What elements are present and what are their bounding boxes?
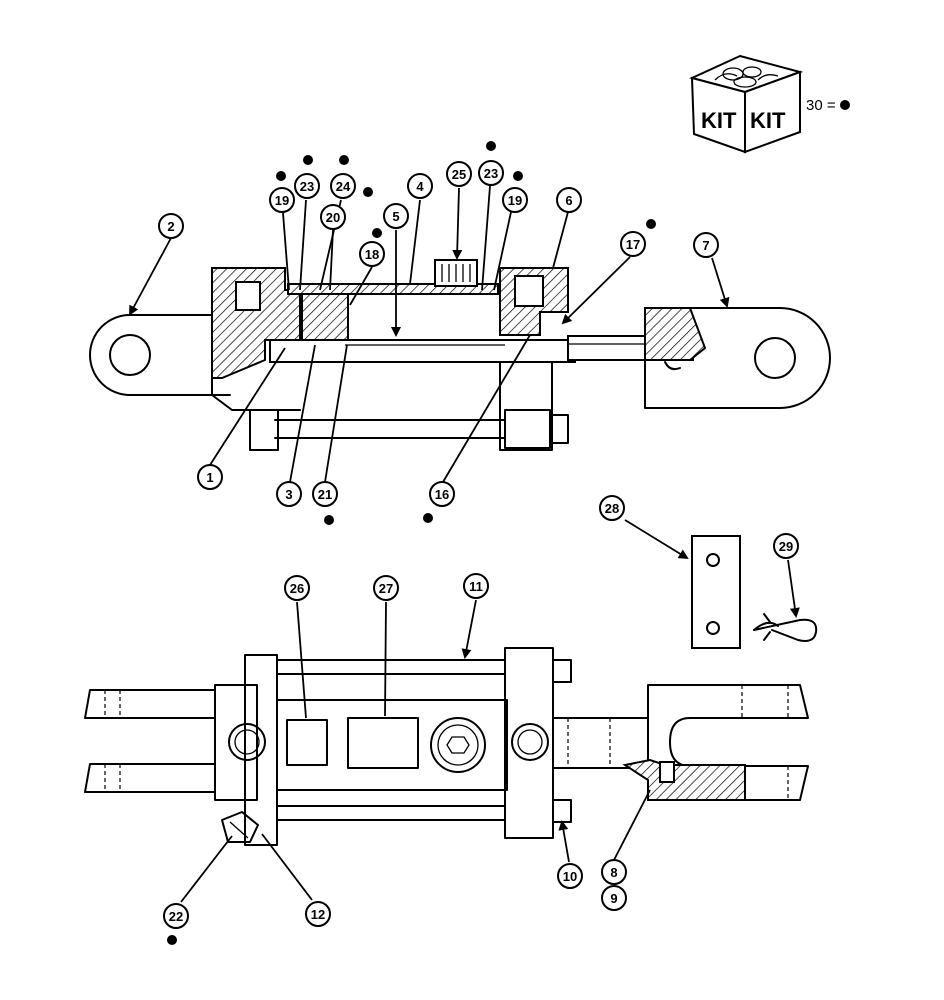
svg-text:19: 19: [508, 193, 522, 208]
svg-text:11: 11: [469, 579, 483, 594]
svg-text:4: 4: [416, 179, 424, 194]
svg-text:22: 22: [169, 909, 183, 924]
callout-22: 22: [163, 903, 189, 929]
cylinder-section-view: [89, 259, 831, 451]
callout-24: 24: [330, 173, 356, 199]
callout-26: 26: [284, 575, 310, 601]
callout-18: 18: [359, 241, 385, 267]
kit-dots: [167, 141, 656, 945]
svg-text:19: 19: [275, 193, 289, 208]
kit-legend-text: 30 =: [806, 97, 836, 114]
svg-text:26: 26: [290, 581, 304, 596]
svg-text:28: 28: [605, 501, 619, 516]
callout-4: 4: [407, 173, 433, 199]
callout-29: 29: [773, 533, 799, 559]
callout-1: 1: [197, 464, 223, 490]
callout-7: 7: [693, 232, 719, 258]
kit-legend-dot: [840, 100, 850, 110]
svg-text:7: 7: [702, 238, 709, 253]
callout-9: 9: [601, 885, 627, 911]
svg-text:12: 12: [311, 907, 325, 922]
top-view-leaders: [129, 185, 730, 483]
svg-text:3: 3: [285, 487, 292, 502]
callout-23-right: 23: [478, 160, 504, 186]
callout-27: 27: [373, 575, 399, 601]
callout-6: 6: [556, 187, 582, 213]
callout-23-left: 23: [294, 173, 320, 199]
callout-3: 3: [276, 481, 302, 507]
svg-text:9: 9: [610, 891, 617, 906]
callout-19-left: 19: [269, 187, 295, 213]
svg-text:21: 21: [318, 487, 332, 502]
callout-11: 11: [463, 573, 489, 599]
callout-28: 28: [599, 495, 625, 521]
svg-text:16: 16: [435, 487, 449, 502]
callout-25: 25: [446, 161, 472, 187]
svg-text:2: 2: [167, 219, 174, 234]
hairpin-clip-part-29: [753, 613, 818, 642]
callout-16: 16: [429, 481, 455, 507]
plate-part-28: [691, 535, 741, 649]
svg-text:23: 23: [484, 166, 498, 181]
side-view-leaders: [180, 599, 651, 903]
callout-8: 8: [601, 859, 627, 885]
kit-box-icon: KIT KIT: [689, 54, 804, 154]
cylinder-side-view: [84, 647, 809, 846]
callout-10: 10: [557, 863, 583, 889]
svg-text:6: 6: [565, 193, 572, 208]
callout-20: 20: [320, 204, 346, 230]
svg-text:18: 18: [365, 247, 379, 262]
callout-12: 12: [305, 901, 331, 927]
callout-2: 2: [158, 213, 184, 239]
svg-text:25: 25: [452, 167, 466, 182]
svg-text:8: 8: [610, 865, 617, 880]
svg-text:24: 24: [336, 179, 351, 194]
kit-face-right: KIT: [750, 108, 786, 133]
callout-17: 17: [620, 231, 646, 257]
svg-text:27: 27: [379, 581, 393, 596]
svg-text:23: 23: [300, 179, 314, 194]
callout-19-right: 19: [502, 187, 528, 213]
callout-21: 21: [312, 481, 338, 507]
svg-text:1: 1: [206, 470, 213, 485]
svg-text:20: 20: [326, 210, 340, 225]
svg-text:29: 29: [779, 539, 793, 554]
kit-face-left: KIT: [701, 108, 737, 133]
svg-text:17: 17: [626, 237, 640, 252]
svg-text:10: 10: [563, 869, 577, 884]
callout-5: 5: [383, 203, 409, 229]
svg-text:5: 5: [392, 209, 399, 224]
